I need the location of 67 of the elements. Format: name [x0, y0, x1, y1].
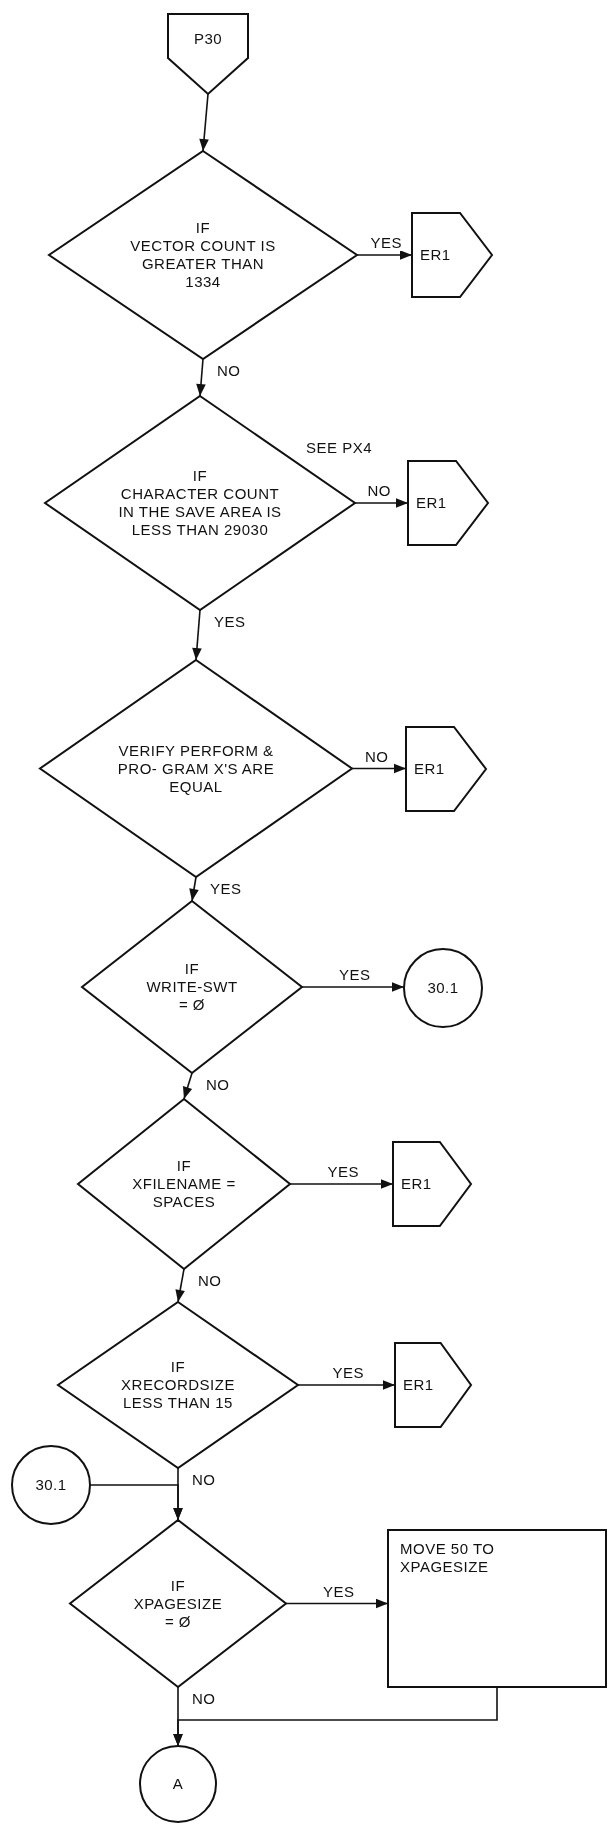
connector-circle: [404, 949, 482, 1027]
condition-text: XFILENAME = SPACES: [131, 1175, 237, 1211]
connector-label: ER1: [420, 246, 451, 264]
flow-arrow: [189, 876, 199, 902]
flow-arrow: [196, 358, 206, 397]
flow-arrow: [351, 763, 407, 774]
edge-label: NO: [196, 1273, 224, 1289]
condition-keyword: IF: [195, 219, 211, 237]
flow-arrow: [297, 1380, 396, 1390]
connector-label: ER1: [416, 494, 447, 512]
flow-arrow: [192, 609, 202, 661]
decision-diamond: [70, 1520, 286, 1687]
connector-label: 30.1: [427, 979, 459, 997]
decision-diamond: [58, 1302, 298, 1468]
flow-arrow: [301, 982, 405, 992]
offpage-connector: [395, 1343, 471, 1427]
edge-label: YES: [330, 1365, 366, 1381]
edge-label: YES: [368, 235, 404, 251]
edge-label: YES: [337, 967, 373, 983]
edge-label: NO: [190, 1691, 218, 1707]
condition-keyword: IF: [170, 1576, 186, 1595]
offpage-connector: [168, 14, 248, 94]
connector-label: 30.1: [35, 1476, 67, 1494]
flow-arrow: [285, 1598, 389, 1609]
connector-label: A: [172, 1775, 184, 1793]
offpage-connector: [408, 461, 488, 545]
edge-label: NO: [204, 1077, 232, 1093]
connector-label: ER1: [401, 1175, 432, 1193]
flow-arrow: [182, 1072, 193, 1100]
connector-circle: [140, 1746, 216, 1822]
condition-text: VERIFY PERFORM & PRO- GRAM X'S ARE EQUAL: [116, 741, 276, 796]
flow-arrow: [289, 1179, 394, 1189]
flow-arrow: [356, 250, 413, 260]
process-box: [388, 1530, 606, 1687]
flow-arrow: [89, 1484, 183, 1521]
decision-diamond: [78, 1099, 290, 1269]
condition-keyword: IF: [192, 467, 208, 485]
condition-keyword: IF: [170, 1358, 186, 1376]
offpage-connector: [393, 1142, 471, 1226]
edge-label: YES: [212, 614, 248, 630]
condition-text: XRECORDSIZE LESS THAN 15: [120, 1376, 236, 1412]
edge-label: NO: [215, 363, 243, 379]
decision-diamond: [82, 901, 302, 1073]
condition-text: XPAGESIZE = Ø: [132, 1594, 224, 1631]
condition-keyword: IF: [184, 960, 200, 978]
connector-label: ER1: [414, 760, 445, 778]
connector-circle: [12, 1446, 90, 1524]
offpage-connector: [406, 727, 486, 811]
flow-arrow: [199, 93, 209, 152]
condition-text: CHARACTER COUNT IN THE SAVE AREA IS LESS THAN 29030: [117, 485, 283, 539]
condition-text: WRITE-SWT = Ø: [145, 978, 239, 1014]
condition-text: VECTOR COUNT IS GREATER THAN 1334: [129, 237, 277, 291]
note-text: SEE PX4: [305, 440, 374, 456]
decision-diamond: [49, 151, 357, 359]
edge-label: NO: [365, 483, 393, 499]
process-text: MOVE 50 TO XPAGESIZE: [400, 1540, 496, 1576]
flow-arrow: [354, 498, 409, 508]
connector-label: ER1: [403, 1376, 434, 1394]
edge-label: YES: [208, 881, 244, 897]
connector-label: P30: [193, 30, 223, 48]
decision-diamond: [40, 660, 352, 877]
flow-arrow: [175, 1268, 185, 1303]
flow-arrow: [173, 1686, 498, 1747]
edge-label: NO: [190, 1472, 218, 1488]
offpage-connector: [412, 213, 492, 297]
edge-label: YES: [325, 1164, 361, 1180]
condition-keyword: IF: [176, 1157, 192, 1175]
